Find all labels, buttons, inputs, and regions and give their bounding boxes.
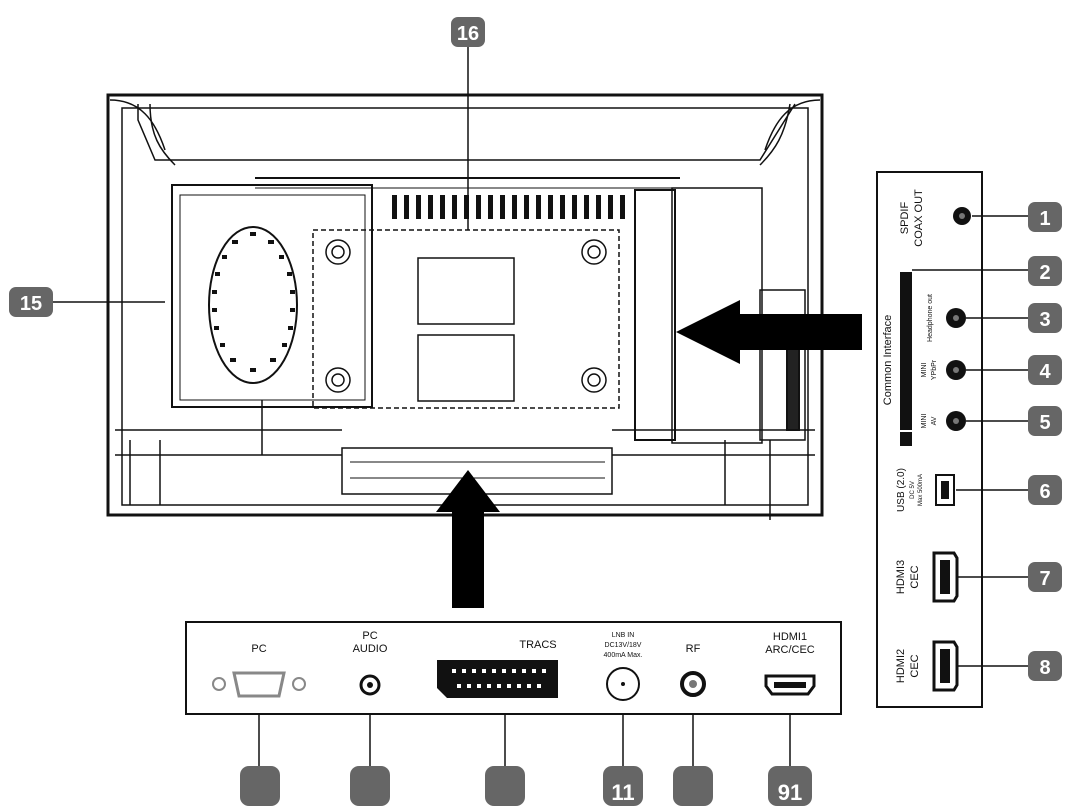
callout-91: 91 (768, 766, 812, 806)
rf-port[interactable] (680, 671, 706, 697)
callout-1: 1 (1028, 202, 1062, 232)
hdmi2-port[interactable] (932, 640, 959, 692)
callout-pc (240, 766, 280, 806)
hdmi1-label-1: HDMI1 (773, 631, 807, 643)
scart-label: TRACS (519, 639, 556, 651)
hdmi3-port[interactable] (932, 551, 959, 603)
ci-slot[interactable] (900, 272, 912, 430)
callout-15: 15 (9, 287, 53, 317)
svg-text:11: 11 (611, 780, 634, 805)
coax-out-label: COAX OUT (913, 189, 925, 247)
svg-text:2: 2 (1039, 262, 1050, 284)
lnb-in-port[interactable] (606, 667, 640, 701)
svg-text:5: 5 (1039, 412, 1050, 434)
svg-text:8: 8 (1039, 657, 1050, 679)
svg-text:6: 6 (1039, 481, 1050, 503)
callout-6: 6 (1028, 475, 1062, 505)
vent-slots (392, 195, 625, 219)
lnb-current-label: 400mA Max. (604, 652, 643, 659)
callout-rf (673, 766, 713, 806)
mini-ypbpr-label-b: YPbPr (931, 359, 938, 380)
mini-av-label-a: MINI (921, 414, 928, 429)
callout-7: 7 (1028, 562, 1062, 592)
speaker-grille (208, 226, 298, 384)
hdmi2-cec-label: CEC (909, 654, 921, 677)
bottom-connector-panel: PC PC AUDIO TRACS LNB IN DC13V/18V 400mA… (185, 621, 842, 715)
svg-text:1: 1 (1039, 208, 1050, 230)
scart-port[interactable] (437, 660, 558, 698)
callout-8: 8 (1028, 651, 1062, 681)
mini-av-label-b: AV (931, 416, 938, 425)
callout-pc-audio (350, 766, 390, 806)
arrow-to-bottom-panel (436, 470, 500, 608)
callout-badges: 16 15 1 2 3 4 5 6 (9, 17, 1062, 806)
svg-text:4: 4 (1039, 361, 1051, 383)
pc-label: PC (251, 643, 266, 655)
usb-power-label: DC 5V (910, 481, 916, 499)
hdmi1-label-2: ARC/CEC (765, 644, 815, 656)
vga-port[interactable] (232, 671, 286, 698)
arrow-to-side-panel (676, 300, 862, 364)
lnb-in-label: LNB IN (612, 632, 635, 639)
hdmi3-cec-label: CEC (909, 565, 921, 588)
spdif-label: SPDIF (899, 202, 911, 235)
callout-2: 2 (1028, 256, 1062, 286)
pc-audio-label-1: PC (362, 630, 377, 642)
callout-3: 3 (1028, 303, 1062, 333)
mini-ypbpr-label-a: MINI (921, 363, 928, 378)
usb-current-label: Max 500mA (918, 474, 924, 506)
vesa-screw-holes (325, 239, 607, 393)
callout-5: 5 (1028, 406, 1062, 436)
svg-text:15: 15 (20, 293, 42, 315)
svg-text:7: 7 (1039, 568, 1050, 590)
svg-text:91: 91 (778, 780, 802, 805)
lnb-voltage-label: DC13V/18V (605, 642, 642, 649)
callout-16: 16 (451, 17, 485, 47)
leader-lines (53, 47, 1028, 766)
svg-text:3: 3 (1039, 309, 1050, 331)
pc-audio-jack[interactable] (359, 674, 381, 696)
usb-port[interactable] (935, 474, 955, 506)
hdmi3-label: HDMI3 (895, 560, 907, 594)
callout-4: 4 (1028, 355, 1062, 385)
headphone-out-label: Headphone out (927, 294, 934, 342)
pc-audio-label-2: AUDIO (353, 643, 388, 655)
side-connector-panel: SPDIF COAX OUT Common Interface Headphon… (876, 171, 983, 708)
hdmi1-port[interactable] (764, 674, 816, 696)
hdmi2-label: HDMI2 (895, 649, 907, 683)
callout-11: 11 (603, 766, 643, 806)
callout-scart (485, 766, 525, 806)
rf-label: RF (686, 643, 701, 655)
common-interface-label: Common Interface (882, 315, 894, 405)
svg-text:16: 16 (457, 23, 479, 45)
tv-rear-housing (106, 93, 824, 520)
usb-label: USB (2.0) (896, 468, 907, 512)
